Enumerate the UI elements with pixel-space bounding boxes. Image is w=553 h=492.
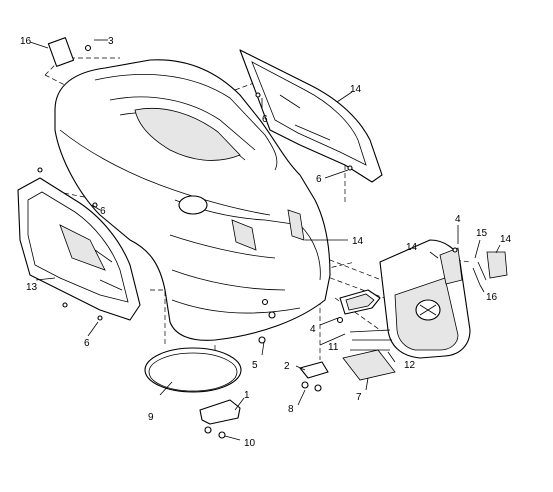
hood-body-part-13 <box>54 59 331 341</box>
callout-14: 11 <box>328 342 339 353</box>
callout-labels: 16 3 14 6 6 6 14 14 4 15 14 13 16 4 6 11… <box>20 36 512 449</box>
callout-14: 15 <box>476 228 488 239</box>
callout-6: 6 <box>316 174 322 185</box>
callout-6: 6 <box>84 338 90 349</box>
callout-16: 10 <box>244 438 256 449</box>
callout-15: 16 <box>20 36 32 47</box>
lower-insert-part-10 <box>342 349 396 381</box>
callout-5: 5 <box>252 360 258 371</box>
callout-12: 14 <box>406 242 418 253</box>
bracket-part-1 <box>199 399 241 439</box>
callout-16: 8 <box>288 404 294 415</box>
trim-strips <box>349 329 392 351</box>
grille-insert <box>439 247 487 286</box>
callout-8: 13 <box>26 282 38 293</box>
callout-11: 14 <box>350 84 362 95</box>
callout-3: 3 <box>108 36 114 47</box>
callout-4: 4 <box>455 214 461 225</box>
badge-part-9 <box>486 251 508 279</box>
side-panel-part-8 <box>17 177 141 321</box>
hardware <box>37 37 458 344</box>
callout-14: 16 <box>486 292 498 303</box>
callout-14: 12 <box>404 360 416 371</box>
callout-13: 14 <box>352 236 364 247</box>
leader-lines <box>29 39 501 441</box>
dash-panel-part-11 <box>239 49 383 183</box>
ring-band-part-7 <box>144 347 242 393</box>
callout-6: 6 <box>100 206 106 217</box>
headlight-lens <box>339 289 381 315</box>
bracket-part-2 <box>299 361 329 392</box>
callout-4: 4 <box>310 324 316 335</box>
callout-7: 9 <box>148 412 154 423</box>
callout-9: 14 <box>500 234 512 245</box>
callout-1: 1 <box>244 390 250 401</box>
callout-2: 2 <box>284 361 290 372</box>
callout-10: 7 <box>356 392 362 403</box>
callout-6: 6 <box>262 114 268 125</box>
